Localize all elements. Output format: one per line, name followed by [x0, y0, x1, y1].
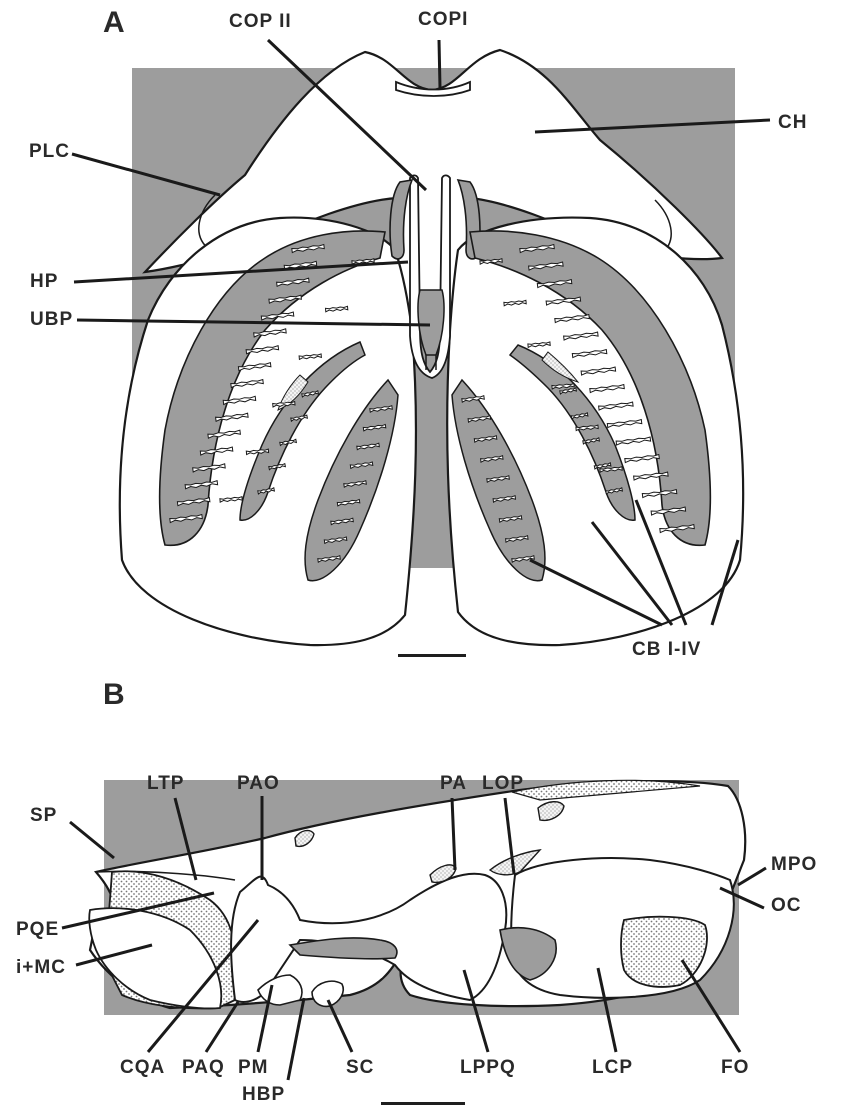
label-cop2: COP II [229, 12, 292, 31]
label-pqe: PQE [16, 920, 59, 939]
label-lppq: LPPQ [460, 1058, 516, 1077]
label-hp: HP [30, 272, 58, 291]
label-pm: PM [238, 1058, 269, 1077]
label-fo: FO [721, 1058, 749, 1077]
leader-mpo [738, 868, 766, 885]
label-pa: PA [440, 774, 467, 793]
panel-b-drawing [62, 780, 766, 1080]
label-hbp: HBP [242, 1085, 285, 1104]
label-ch: CH [778, 113, 807, 132]
label-plc: PLC [29, 142, 70, 161]
panel-a-drawing [72, 40, 770, 645]
label-imc: i+MC [16, 958, 66, 977]
scale-bar-a [398, 654, 466, 657]
leader-cop1 [439, 40, 440, 88]
label-cqa: CQA [120, 1058, 165, 1077]
label-ubp: UBP [30, 310, 73, 329]
label-mpo: MPO [771, 855, 817, 874]
panel-b-letter: B [103, 680, 125, 710]
panel-a-letter: A [103, 8, 125, 38]
label-cop1: COPI [418, 10, 468, 29]
label-oc: OC [771, 896, 802, 915]
label-lcp: LCP [592, 1058, 633, 1077]
label-sp: SP [30, 806, 57, 825]
label-pao: PAO [237, 774, 280, 793]
label-paq: PAQ [182, 1058, 225, 1077]
label-ltp: LTP [147, 774, 184, 793]
label-lop: LOP [482, 774, 524, 793]
label-sc: SC [346, 1058, 374, 1077]
label-cb: CB I-IV [632, 640, 701, 659]
scale-bar-b [381, 1102, 465, 1105]
